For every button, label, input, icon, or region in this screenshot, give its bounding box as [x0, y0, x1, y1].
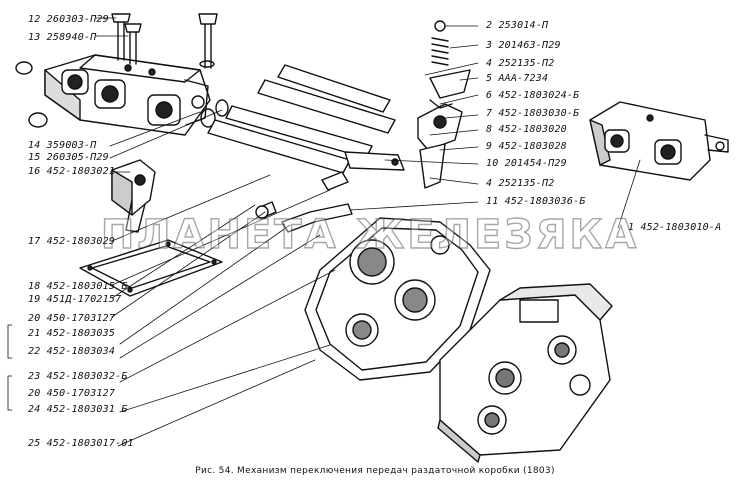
part-code: 452-1803031 Б	[46, 404, 128, 415]
bolts-12-13	[111, 13, 218, 69]
part-code: 452-1803035	[46, 328, 116, 339]
part-number: 7	[486, 108, 499, 119]
callout-right-label: 7 452-1803030-Б	[486, 108, 579, 119]
callout-right-label: 1 452-1803010-А	[628, 222, 721, 233]
part-number: 24	[28, 404, 47, 415]
part-code: 452-1803030-Б	[498, 108, 580, 119]
part-code: 452-1803010-А	[640, 222, 722, 233]
part-number: 21	[28, 328, 47, 339]
transfer-case-housing	[437, 283, 613, 463]
part-number: 15	[28, 152, 47, 163]
part-code: 253014-П	[498, 20, 549, 31]
part-number: 3	[486, 40, 499, 51]
part-code: ААА-7234	[498, 73, 549, 84]
callout-right-label: 11 452-1803036-Б	[486, 196, 586, 207]
part-number: 11	[486, 196, 505, 207]
part-code: 252135-П2	[498, 58, 555, 69]
part-code: 451Д-1702157	[46, 294, 122, 305]
part-number: 13	[28, 32, 47, 43]
part-number: 22	[28, 346, 47, 357]
callout-right-label: 9 452-1803028	[486, 141, 567, 152]
callout-left-label: 24 452-1803031 Б	[28, 404, 128, 415]
callout-left-label: 20 450-1703127	[28, 388, 115, 399]
part-number: 4	[486, 178, 499, 189]
part-number: 12	[28, 14, 47, 25]
callout-left-label: 19 451Д-1702157	[28, 294, 121, 305]
part-number: 9	[486, 141, 499, 152]
callout-left-label: 18 452-1803015 Б	[28, 281, 128, 292]
callout-left-label: 12 260303-П29	[28, 14, 109, 25]
callout-left-label: 16 452-1803021	[28, 166, 115, 177]
callout-right-label: 4 252135-П2	[486, 178, 554, 189]
right-shift-housing	[589, 101, 729, 181]
callout-left-label: 22 452-1803034	[28, 346, 115, 357]
part-code: 452-1803032-Б	[46, 371, 128, 382]
part-number: 23	[28, 371, 47, 382]
part-code: 452-1803036-Б	[504, 196, 586, 207]
spring-and-ball	[431, 20, 449, 66]
part-number: 25	[28, 438, 47, 449]
callout-left-label: 13 258940-П	[28, 32, 96, 43]
part-number: 4	[486, 58, 499, 69]
part-code: 252135-П2	[498, 178, 555, 189]
part-code: 452-1803028	[498, 141, 567, 152]
part-code: 452-1803020	[498, 124, 567, 135]
part-number: 20	[28, 313, 47, 324]
shift-block-16	[111, 159, 156, 233]
part-number: 17	[28, 236, 47, 247]
part-number: 1	[628, 222, 641, 233]
part-code: 260305-П29	[46, 152, 109, 163]
part-code: 452-1803017-01	[46, 438, 134, 449]
callout-left-label: 23 452-1803032-Б	[28, 371, 128, 382]
part-number: 2	[486, 20, 499, 31]
callout-right-label: 4 252135-П2	[486, 58, 554, 69]
part-code: 260303-П29	[46, 14, 109, 25]
part-number: 14	[28, 140, 47, 151]
shift-rods	[207, 64, 405, 174]
part-code: 452-1803015 Б	[46, 281, 128, 292]
part-number: 10	[486, 158, 505, 169]
callout-right-label: 8 452-1803020	[486, 124, 567, 135]
part-code: 452-1803029	[46, 236, 116, 247]
callout-left-label: 17 452-1803029	[28, 236, 115, 247]
callout-left-label: 14 359003-П	[28, 140, 96, 151]
part-code: 452-1803034	[46, 346, 116, 357]
part-number: 6	[486, 90, 499, 101]
part-number: 18	[28, 281, 47, 292]
callout-right-label: 6 452-1803024-Б	[486, 90, 579, 101]
part-code: 201463-П29	[498, 40, 561, 51]
part-code: 450-1703127	[46, 388, 116, 399]
callout-right-label: 10 201454-П29	[486, 158, 567, 169]
callout-right-label: 5 ААА-7234	[486, 73, 548, 84]
callout-left-label: 25 452-1803017-01	[28, 438, 134, 449]
callout-right-label: 3 201463-П29	[486, 40, 561, 51]
part-number: 8	[486, 124, 499, 135]
part-code: 258940-П	[46, 32, 97, 43]
part-code: 452-1803021	[46, 166, 116, 177]
shift-fork-assembly	[417, 69, 471, 189]
callout-left-label: 15 260305-П29	[28, 152, 109, 163]
part-code: 450-1703127	[46, 313, 116, 324]
part-code: 452-1803024-Б	[498, 90, 580, 101]
left-shift-housing	[44, 54, 211, 136]
figure-caption: Рис. 54. Механизм переключения передач р…	[195, 466, 555, 476]
callout-left-label: 21 452-1803035	[28, 328, 115, 339]
callout-left-label: 20 450-1703127	[28, 313, 115, 324]
part-code: 201454-П29	[504, 158, 567, 169]
part-number: 16	[28, 166, 47, 177]
part-number: 5	[486, 73, 499, 84]
part-number: 19	[28, 294, 47, 305]
lever-11	[255, 203, 353, 233]
part-code: 359003-П	[46, 140, 97, 151]
washers-14-15	[15, 61, 229, 128]
leader-lines	[7, 17, 641, 447]
cover-plate	[304, 217, 491, 381]
part-number: 20	[28, 388, 47, 399]
callout-right-label: 2 253014-П	[486, 20, 548, 31]
